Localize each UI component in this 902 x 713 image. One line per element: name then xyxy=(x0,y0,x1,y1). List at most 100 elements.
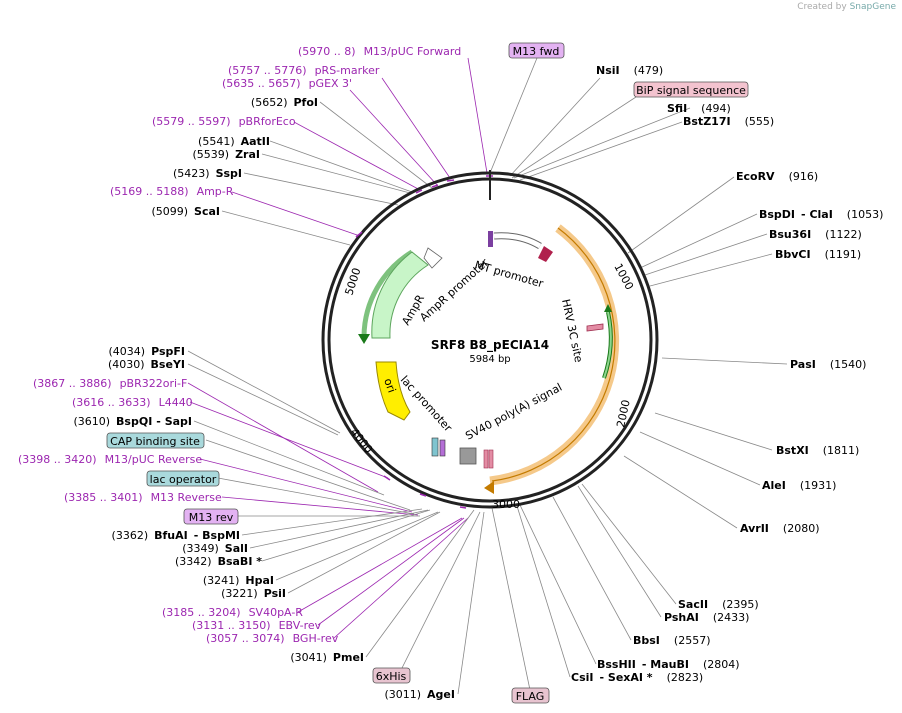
plasmid-size: 5984 bp xyxy=(469,354,510,365)
site-sali: (3349)SalI xyxy=(182,542,248,555)
site-bsshii-maubi: BssHII- MauBI(2804) xyxy=(597,658,740,671)
site-hpai: (3241)HpaI xyxy=(203,574,274,587)
m13fwd-box xyxy=(508,42,565,59)
leader-psii xyxy=(287,511,441,594)
primer-pbrforeco: (5579 .. 5597)pBRforEco xyxy=(152,115,296,128)
site-alei: AleI(1931) xyxy=(762,479,836,492)
leader-prs-marker xyxy=(381,77,451,179)
6xhis-box xyxy=(372,667,411,684)
label-ampr-promoter: AmpR promoter xyxy=(417,256,491,324)
bip-label: BiP signal sequence xyxy=(636,84,746,97)
primer-labels: (5970 .. 8)M13/pUC Forward (5757 .. 5776… xyxy=(18,45,461,645)
label-hrv-3c-site: HRV 3C site xyxy=(559,298,585,364)
cap-binding-box xyxy=(106,432,205,449)
label-lac-promoter: lac promoter xyxy=(398,373,455,434)
tick-4000: 4000 xyxy=(348,426,375,456)
site-pshai: PshAI(2433) xyxy=(664,611,749,624)
primer-prs-marker: (5757 .. 5776)pRS-marker xyxy=(228,64,380,77)
leader-bspdi xyxy=(639,213,758,269)
orange-feature-arrowhead xyxy=(484,481,494,494)
leader-scai xyxy=(221,210,351,246)
leader-zrai xyxy=(261,153,411,194)
boxed-labels: M13 fwd BiP signal sequence CAP binding … xyxy=(106,42,749,704)
leader-bbsi xyxy=(552,496,632,641)
leader-flag xyxy=(491,507,531,691)
leader-bsshii xyxy=(519,504,597,665)
mt-start-marker xyxy=(488,231,493,247)
mt-promoter-arrow-fill xyxy=(493,233,542,249)
primer-m13puc-forward: (5970 .. 8)M13/pUC Forward xyxy=(298,45,461,58)
cap-binding-label: CAP binding site xyxy=(110,435,200,448)
leader-sfii xyxy=(513,107,691,179)
leader-pfoi xyxy=(319,101,433,189)
hrv-green-arrow-fill xyxy=(603,311,612,379)
primer-pbr322ori-f: (3867 .. 3886)pBR322ori-F xyxy=(33,377,187,390)
flag-box xyxy=(488,449,494,469)
cap-box xyxy=(431,437,439,457)
site-nsii: NsiI(479) xyxy=(596,64,663,77)
site-zrai: (5539)ZraI xyxy=(193,148,261,161)
site-csii-sexai: CsiI- SexAI *(2823) xyxy=(571,671,703,684)
leader-cap xyxy=(205,439,411,511)
primer-l4440: (3616 .. 3633)L4440 xyxy=(72,396,193,409)
site-agei: (3011)AgeI xyxy=(384,688,455,701)
leader-pshai xyxy=(577,485,662,618)
site-ecorv: EcoRV(916) xyxy=(736,170,818,183)
plasmid-name: SRF8 B8_pECIA14 xyxy=(431,338,549,353)
ampr-promoter-arrow xyxy=(423,247,443,269)
primer-ticks xyxy=(355,175,493,509)
m13fwd-label: M13 fwd xyxy=(513,45,560,58)
leader-ampr xyxy=(231,191,361,237)
credit-prefix: Created by xyxy=(797,2,847,12)
site-bfuai-bspmi: (3362)BfuAI- BspMI xyxy=(112,529,240,542)
site-bbsi: BbsI(2557) xyxy=(633,634,710,647)
primer-ebv-rev: (3131 .. 3150)EBV-rev xyxy=(192,619,322,632)
leader-sspi xyxy=(243,172,399,206)
orange-feature-arc xyxy=(491,227,616,482)
flag-label: FLAG xyxy=(516,690,545,703)
leader-pbrforeco xyxy=(293,121,421,191)
site-pmei: (3041)PmeI xyxy=(290,651,364,664)
site-sfii: SfiI(494) xyxy=(667,102,731,115)
leader-bip xyxy=(511,96,637,179)
site-bseyi: (4030)BseYI xyxy=(108,358,185,371)
primer-m13puc-reverse: (3398 .. 3420)M13/pUC Reverse xyxy=(18,453,202,466)
ampr-outer-arrowhead xyxy=(358,334,370,344)
leader-agei xyxy=(457,511,485,695)
primer-bgh-rev: (3057 .. 3074)BGH-rev xyxy=(206,632,339,645)
site-sacii: SacII(2395) xyxy=(678,598,759,611)
flag-label-box xyxy=(511,687,550,704)
leader-bspqi xyxy=(193,420,385,496)
leader-lines xyxy=(187,57,788,695)
site-aatii: (5541)AatII xyxy=(198,135,270,148)
leader-l4440 xyxy=(189,401,389,479)
leader-bgh xyxy=(333,517,469,639)
leader-aatii xyxy=(269,140,413,193)
primer-ampr: (5169 .. 5188)Amp-R xyxy=(110,185,234,198)
tick-3000: 3000 xyxy=(492,498,520,511)
ori-feature xyxy=(375,361,411,421)
ampr-feature xyxy=(371,251,429,339)
site-bspqi-sapi: (3610)BspQI- SapI xyxy=(73,415,192,428)
site-bspdi-clai: BspDI- ClaI(1053) xyxy=(759,208,883,221)
leader-hpai xyxy=(275,511,439,581)
leader-avrii xyxy=(623,455,738,529)
site-bstxi: BstXI(1811) xyxy=(776,444,859,457)
leader-bstxi xyxy=(654,412,773,451)
6xhis-label: 6xHis xyxy=(376,670,407,683)
label-sv40-polya: SV40 poly(A) signal xyxy=(463,381,564,443)
leader-pmei xyxy=(365,509,475,658)
label-ori: ori xyxy=(381,377,398,395)
lac-operator-label: lac operator xyxy=(150,473,217,486)
right-sites: NsiI(479) SfiI(494) BstZ17I(555) EcoRV(9… xyxy=(571,64,883,684)
site-pspfi: (4034)PspFI xyxy=(109,345,185,358)
primer-m13-reverse: (3385 .. 3401)M13 Reverse xyxy=(64,491,222,504)
leader-bstz17i xyxy=(519,121,683,181)
leader-6xhis xyxy=(397,511,481,677)
leader-ebv xyxy=(317,517,465,626)
bip-box xyxy=(633,81,749,98)
leader-bseyi xyxy=(187,363,339,436)
site-bbvci: BbvCI(1191) xyxy=(775,248,861,261)
site-bsabi: (3342)BsaBI * xyxy=(175,555,262,568)
credit-brand: SnapGene xyxy=(849,2,896,12)
